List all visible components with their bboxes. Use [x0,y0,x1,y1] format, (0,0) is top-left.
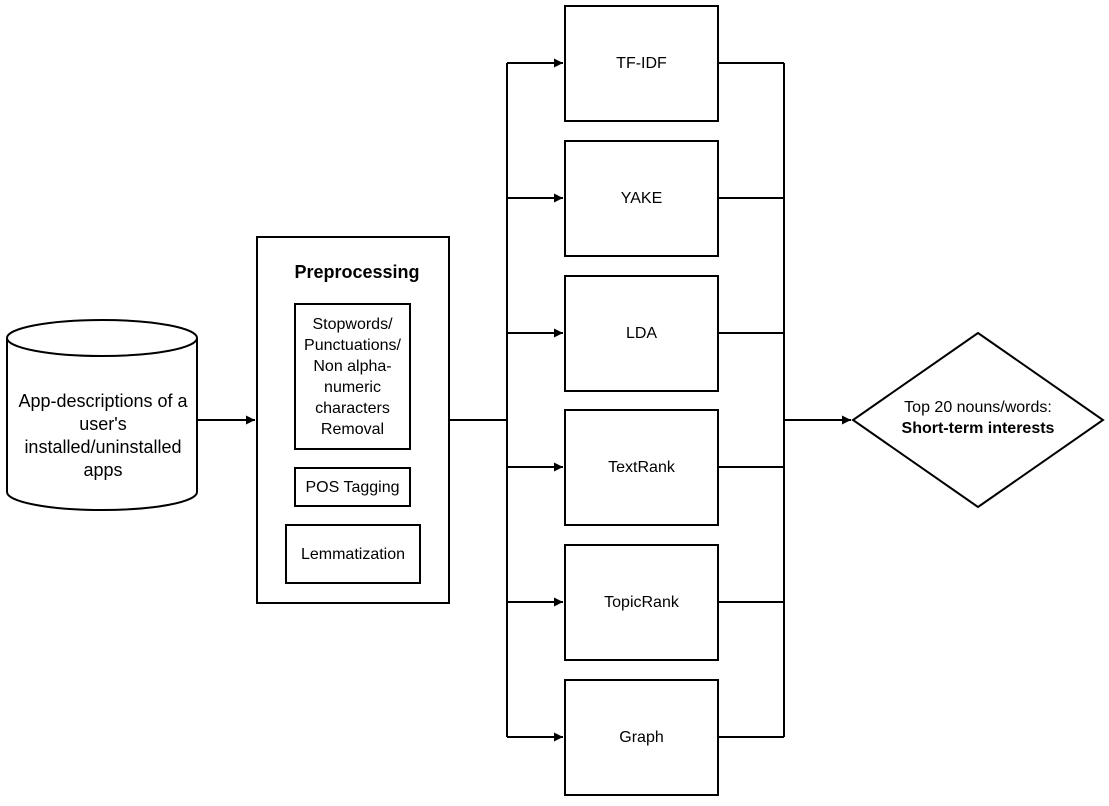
method-box-yake: YAKE [564,140,719,257]
database-cylinder-icon [6,319,198,511]
output-label-line1: Top 20 nouns/words: [904,399,1052,416]
method-label: TextRank [608,458,675,476]
method-label: LDA [625,324,658,342]
preprocessing-title: Preprocessing [294,262,420,282]
output-label: Top 20 nouns/words: Short-term interests [868,397,1088,439]
method-label: TF-IDF [616,54,667,72]
method-label: TopicRank [604,593,679,611]
method-label: YAKE [620,189,663,207]
lines-methods-to-right-bus [718,62,784,738]
method-box-lda: LDA [564,275,719,392]
method-box-textrank: TextRank [564,409,719,526]
arrows-bus-to-methods [507,58,563,742]
preprocessing-step-removal: Stopwords/ Punctuations/ Non alpha-numer… [294,303,411,450]
step-label: Lemmatization [300,545,406,563]
method-box-topicrank: TopicRank [564,544,719,661]
method-box-graph: Graph [564,679,719,796]
method-label: Graph [619,728,664,746]
preprocessing-step-lemmatization: Lemmatization [285,524,421,584]
step-label: POS Tagging [305,478,400,496]
output-label-line2: Short-term interests [901,420,1055,437]
step-label: Stopwords/ Punctuations/ Non alpha-numer… [304,315,401,438]
method-box-tf-idf: TF-IDF [564,5,719,122]
source-label: App-descriptions of a user's installed/u… [18,391,188,480]
preprocessing-step-pos-tagging: POS Tagging [294,467,411,507]
output-diamond [851,331,1105,509]
